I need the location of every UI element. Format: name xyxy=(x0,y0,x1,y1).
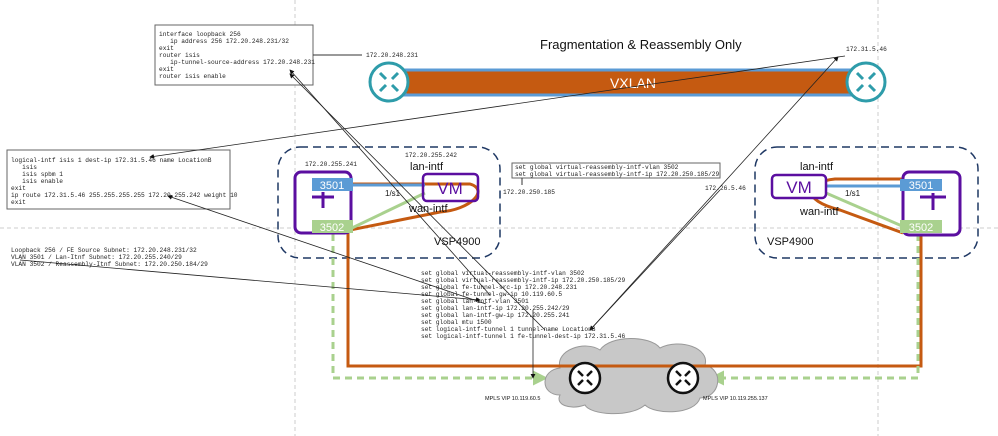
svg-text:set logical-intf-tunnel 1 tunn: set logical-intf-tunnel 1 tunnel-name Lo… xyxy=(421,326,596,333)
router-icon-right xyxy=(845,61,887,103)
svg-text:isis: isis xyxy=(11,164,37,171)
mpls-router-left-icon xyxy=(568,361,602,395)
svg-text:1/s1: 1/s1 xyxy=(385,189,401,198)
right-vsp-boundary xyxy=(754,146,979,259)
svg-text:VM: VM xyxy=(786,178,812,197)
svg-text:ip address 256 172.20.248.231/: ip address 256 172.20.248.231/32 xyxy=(159,38,289,45)
left-vm xyxy=(421,172,480,203)
svg-text:VLAN 3501 / Lan-Itnf Subnet: 1: VLAN 3501 / Lan-Itnf Subnet: 172.20.255.… xyxy=(11,254,182,261)
right-ip: 172.26.5.46 xyxy=(705,185,746,192)
vxlan-label: VXLAN xyxy=(610,75,656,91)
svg-text:set logical-intf-tunnel 1 fe-t: set logical-intf-tunnel 1 fe-tunnel-dest… xyxy=(421,333,626,340)
svg-text:lan-intf: lan-intf xyxy=(410,161,444,173)
remote-ip: 172.31.5.46 xyxy=(846,46,887,53)
vlan-3502-right xyxy=(900,220,942,233)
svg-text:Loopback 256 / FE Source Subne: Loopback 256 / FE Source Subnet: 172.20.… xyxy=(11,247,197,254)
svg-text:set global virtual-reassembly-: set global virtual-reassembly-intf-vlan … xyxy=(421,270,585,277)
svg-text:router isis: router isis xyxy=(159,52,200,59)
svg-text:VSP4900: VSP4900 xyxy=(767,236,813,248)
svg-text:lan-intf: lan-intf xyxy=(800,161,834,173)
left-site: 3501 3502 VM 172.20.255.241 172.20.255.2… xyxy=(293,152,480,248)
green-path-left xyxy=(331,234,548,386)
svg-text:VM: VM xyxy=(437,179,463,198)
svg-text:3502: 3502 xyxy=(320,222,344,234)
svg-text:3501: 3501 xyxy=(320,180,344,192)
vlan-3501-left xyxy=(312,178,353,191)
svg-text:172.20.255.241: 172.20.255.241 xyxy=(305,161,357,168)
reassembly-config-box xyxy=(511,162,721,179)
svg-text:router isis enable: router isis enable xyxy=(159,73,226,80)
vm-commands: set global virtual-reassembly-intf-vlan … xyxy=(421,270,626,340)
reassembly-line: set global virtual-reassembly-intf-ip 17… xyxy=(515,171,720,178)
mpls-router-right-icon xyxy=(666,361,700,395)
subnet-list: Loopback 256 / FE Source Subnet: 172.20.… xyxy=(11,247,208,268)
svg-text:set global mtu 1500: set global mtu 1500 xyxy=(421,319,492,326)
green-path-right xyxy=(709,234,920,386)
svg-text:set global lan-intf-vlan 3501: set global lan-intf-vlan 3501 xyxy=(421,298,529,305)
vlan-3502-left xyxy=(312,220,353,233)
svg-text:interface loopback 256: interface loopback 256 xyxy=(159,31,241,38)
svg-text:set global lan-intf-ip 172.20.: set global lan-intf-ip 172.20.255.242/29 xyxy=(421,305,570,312)
svg-text:set global fe-tunnel-gw-ip 10.: set global fe-tunnel-gw-ip 10.119.60.5 xyxy=(421,291,562,298)
svg-text:172.20.255.242: 172.20.255.242 xyxy=(405,152,457,159)
svg-text:wan-intf: wan-intf xyxy=(408,203,448,215)
svg-text:exit: exit xyxy=(159,45,174,52)
right-vm xyxy=(770,173,828,200)
svg-text:set global fe-tunnel-src-ip 17: set global fe-tunnel-src-ip 172.20.248.2… xyxy=(421,284,577,291)
right-site: 3501 3502 VM lan-intf 1/s1 wan-intf VSP4… xyxy=(767,161,962,248)
logical-intf-config: logical-intf isis 1 dest-ip 172.31.5.46 … xyxy=(11,157,238,206)
router-icon-left xyxy=(368,61,410,103)
annotation-arrows xyxy=(19,55,846,379)
svg-text:logical-intf isis 1 dest-ip 17: logical-intf isis 1 dest-ip 172.31.5.46 … xyxy=(11,157,212,164)
svg-text:set global lan-intf-gw-ip 172.: set global lan-intf-gw-ip 172.20.255.241 xyxy=(421,312,570,319)
reassembly-ip: 172.20.250.185 xyxy=(503,189,555,196)
loopback-config: interface loopback 256 ip address 256 17… xyxy=(159,31,315,80)
svg-text:exit: exit xyxy=(159,66,174,73)
logical-intf-config-box xyxy=(6,149,231,210)
svg-text:isis enable: isis enable xyxy=(11,178,63,185)
svg-text:set global virtual-reassembly-: set global virtual-reassembly-intf-ip 17… xyxy=(421,277,626,284)
svg-text:ip-tunnel-source-address 172.2: ip-tunnel-source-address 172.20.248.231 xyxy=(159,59,315,66)
svg-text:3502: 3502 xyxy=(909,222,933,234)
mpls-vip-left: MPLS VIP 10.119.60.5 xyxy=(485,396,540,402)
svg-text:VLAN 3502 / Reassembly-Itnf Su: VLAN 3502 / Reassembly-Itnf Subnet: 172.… xyxy=(11,261,208,268)
svg-text:isis spbm 1: isis spbm 1 xyxy=(11,171,63,178)
svg-text:3501: 3501 xyxy=(909,180,933,192)
svg-text:exit: exit xyxy=(11,199,26,206)
diagram-title: Fragmentation & Reassembly Only xyxy=(540,37,742,52)
reassembly-line: set global virtual-reassembly-intf-vlan … xyxy=(515,164,679,171)
svg-text:exit: exit xyxy=(11,185,26,192)
loopback-ip: 172.20.248.231 xyxy=(366,52,418,59)
svg-text:wan-intf: wan-intf xyxy=(799,206,839,218)
mpls-vip-right: MPLS VIP 10.119.255.137 xyxy=(703,396,768,402)
svg-text:1/s1: 1/s1 xyxy=(845,189,861,198)
vlan-3501-right xyxy=(900,179,942,191)
svg-text:ip route 172.31.5.46 255.255.2: ip route 172.31.5.46 255.255.255.255 172… xyxy=(11,192,238,199)
left-vsp-boundary xyxy=(277,146,501,259)
